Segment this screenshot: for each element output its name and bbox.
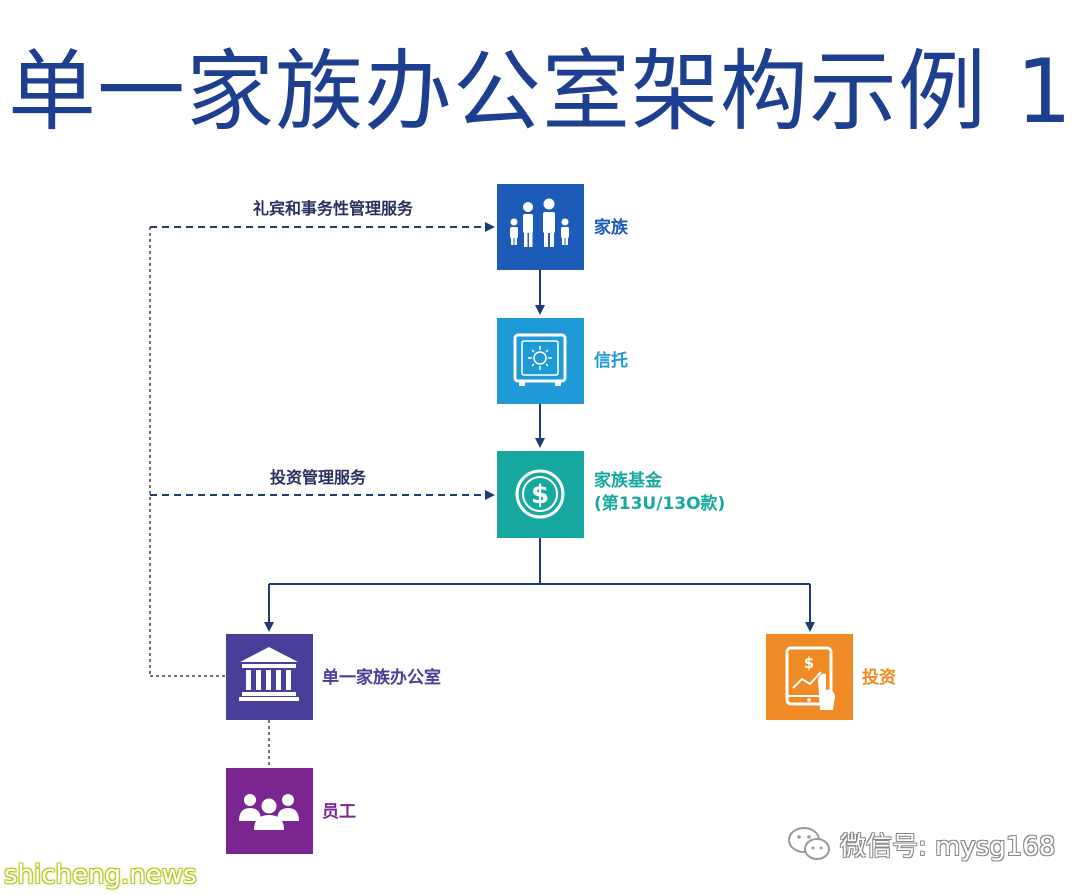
node-fund-label-line2: (第13U/13O款) <box>594 493 725 514</box>
safe-icon <box>513 333 567 386</box>
node-family: 家族 <box>497 184 629 270</box>
node-office: 单一家族办公室 <box>226 634 441 720</box>
page-title: 单一家族办公室架构示例 1 <box>8 40 1073 143</box>
dotted-connectors <box>149 227 270 768</box>
node-fund-label-line1: 家族基金 <box>594 470 663 491</box>
svg-text:$: $ <box>804 654 814 672</box>
node-trust: 信托 <box>497 318 628 404</box>
node-trust-box <box>497 318 584 404</box>
tablet-chart-icon: $ <box>785 646 835 710</box>
node-fund: $ 家族基金 (第13U/13O款) <box>497 451 725 538</box>
dashed-service-connectors <box>150 222 495 500</box>
node-invest-label: 投资 <box>862 667 896 688</box>
node-office-label: 单一家族办公室 <box>322 667 441 688</box>
node-staff: 员工 <box>226 768 356 854</box>
node-family-label: 家族 <box>594 217 629 238</box>
node-trust-label: 信托 <box>594 350 628 371</box>
people-group-icon <box>239 794 299 830</box>
bank-building-icon <box>239 647 299 701</box>
svg-text:$: $ <box>531 480 549 510</box>
solid-connectors <box>264 270 815 632</box>
dollar-coin-icon: $ <box>515 469 565 519</box>
wechat-icon <box>788 827 830 860</box>
watermark-site: shicheng.news <box>4 860 197 890</box>
node-staff-label: 员工 <box>322 802 356 822</box>
node-invest: $ 投资 <box>766 634 896 720</box>
watermark-wechat-id: 微信号: mysg168 <box>840 832 1056 862</box>
edge-label-concierge: 礼宾和事务性管理服务 <box>253 199 414 218</box>
family-icon <box>510 198 569 247</box>
edge-label-investment-mgmt: 投资管理服务 <box>270 468 367 487</box>
node-fund-box <box>497 451 584 538</box>
node-family-box <box>497 184 584 270</box>
